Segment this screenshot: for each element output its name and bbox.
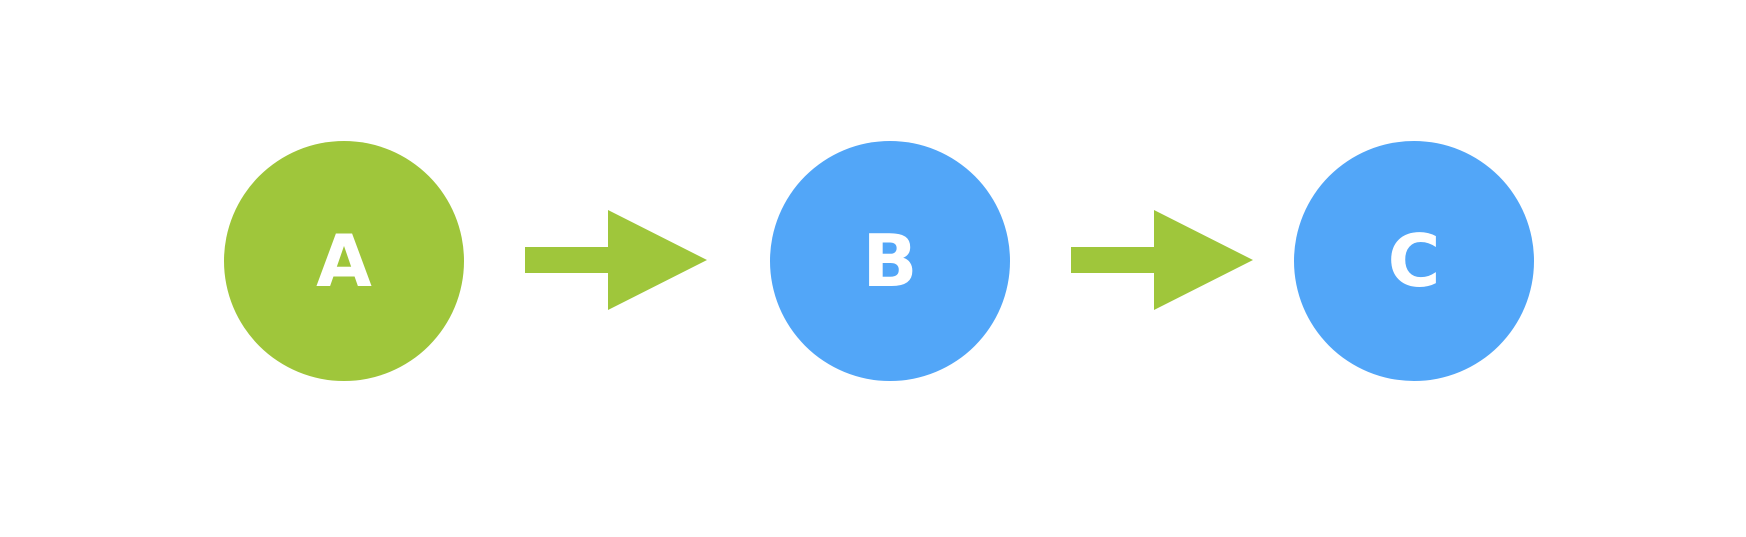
node-b-label: B <box>862 219 918 303</box>
arrow-b-to-c <box>1071 210 1253 310</box>
node-c-label: C <box>1387 219 1441 303</box>
node-a: A <box>224 141 464 381</box>
node-c: C <box>1294 141 1534 381</box>
node-a-label: A <box>316 219 372 303</box>
node-b: B <box>770 141 1010 381</box>
arrow-a-to-b <box>525 210 707 310</box>
